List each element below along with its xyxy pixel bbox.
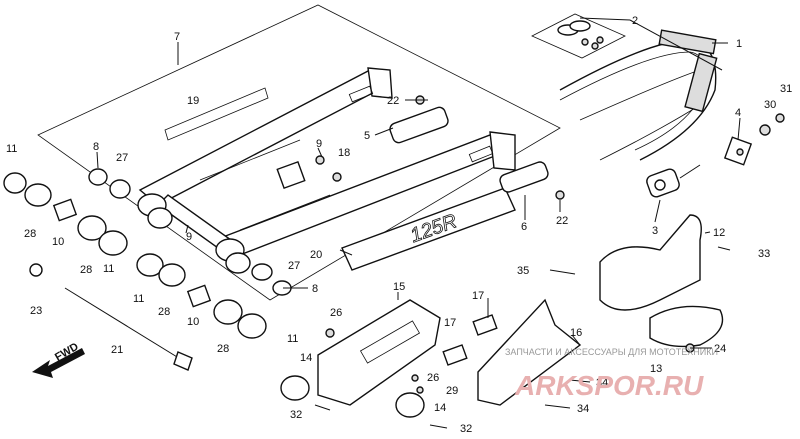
chain-adjuster bbox=[646, 164, 701, 198]
callout-6: 6 bbox=[521, 221, 527, 233]
callout-11d: 11 bbox=[287, 333, 298, 345]
callout-22b: 22 bbox=[556, 215, 568, 227]
callout-1: 1 bbox=[736, 38, 742, 50]
callout-21: 21 bbox=[111, 344, 123, 356]
callout-29: 29 bbox=[446, 385, 458, 397]
roller-14b bbox=[395, 392, 425, 418]
watermark-line: ЗАПЧАСТИ И АКСЕССУАРЫ ДЛЯ МОТОТЕХНИКИ bbox=[505, 347, 718, 357]
callout-20: 20 bbox=[310, 249, 322, 261]
callout-34b: 34 bbox=[577, 403, 589, 415]
callout-35: 35 bbox=[517, 265, 529, 277]
callout-10b: 10 bbox=[187, 316, 199, 328]
callout-13: 13 bbox=[650, 363, 662, 375]
callout-26a: 26 bbox=[330, 307, 342, 319]
chain-slider bbox=[599, 214, 724, 348]
pivot-bolt bbox=[29, 263, 193, 371]
callout-14a: 14 bbox=[300, 352, 312, 364]
callout-12: 12 bbox=[713, 227, 725, 239]
callout-24: 24 bbox=[714, 343, 726, 355]
callout-4: 4 bbox=[735, 107, 741, 119]
callout-7: 7 bbox=[174, 31, 180, 43]
bolts bbox=[314, 95, 785, 429]
swingarm-group-box bbox=[37, 4, 561, 301]
callout-27a: 27 bbox=[116, 152, 128, 164]
callout-32a: 32 bbox=[290, 409, 302, 421]
callout-10a: 10 bbox=[52, 236, 64, 248]
callout-28d: 28 bbox=[217, 343, 229, 355]
callout-23: 23 bbox=[30, 305, 42, 317]
callout-31: 31 bbox=[780, 83, 792, 95]
callout-18: 18 bbox=[338, 147, 350, 159]
decal-19 bbox=[164, 87, 269, 141]
master-link-kit bbox=[531, 13, 626, 59]
roller-14a bbox=[280, 375, 310, 401]
callout-33: 33 bbox=[758, 248, 770, 260]
callout-11c: 11 bbox=[133, 293, 144, 305]
callout-labels: 1 2 3 4 5 6 7 8 8 9 9 10 10 11 11 11 11 … bbox=[6, 15, 792, 435]
callout-11a: 11 bbox=[6, 143, 17, 155]
collar-17b bbox=[442, 344, 468, 366]
callout-28c: 28 bbox=[158, 306, 170, 318]
bracket-4 bbox=[723, 136, 753, 166]
callout-14b: 14 bbox=[434, 402, 446, 414]
callout-16: 16 bbox=[570, 327, 582, 339]
callout-8a: 8 bbox=[93, 141, 99, 153]
callout-26b: 26 bbox=[427, 372, 439, 384]
callout-30: 30 bbox=[764, 99, 776, 111]
callout-17a: 17 bbox=[472, 290, 484, 302]
callout-9b: 9 bbox=[186, 231, 192, 243]
callout-15: 15 bbox=[393, 281, 405, 293]
callout-9a: 9 bbox=[316, 138, 322, 150]
callout-8b: 8 bbox=[312, 283, 318, 295]
callout-32b: 32 bbox=[460, 423, 472, 435]
left-bearings bbox=[3, 168, 292, 339]
callout-5: 5 bbox=[364, 130, 370, 142]
guide-plate-5 bbox=[389, 106, 449, 144]
callout-2: 2 bbox=[632, 15, 638, 27]
callout-19: 19 bbox=[187, 95, 199, 107]
callout-22a: 22 bbox=[387, 95, 399, 107]
collar-17a bbox=[472, 314, 498, 336]
fwd-arrow: FWD bbox=[32, 341, 85, 378]
callout-28b: 28 bbox=[80, 264, 92, 276]
callout-28a: 28 bbox=[24, 228, 36, 240]
callout-17b: 17 bbox=[444, 317, 456, 329]
callout-11b: 11 bbox=[103, 263, 114, 275]
drive-chain bbox=[559, 29, 718, 161]
callout-27b: 27 bbox=[288, 260, 300, 272]
chain-case bbox=[317, 299, 441, 406]
swingarm bbox=[137, 67, 516, 274]
watermark-site: ARKSPOR.RU bbox=[514, 370, 704, 401]
callout-34a: 34 bbox=[596, 377, 608, 389]
callout-3: 3 bbox=[652, 225, 658, 237]
leader-lines bbox=[96, 17, 741, 349]
guide-plate-6 bbox=[499, 161, 549, 193]
